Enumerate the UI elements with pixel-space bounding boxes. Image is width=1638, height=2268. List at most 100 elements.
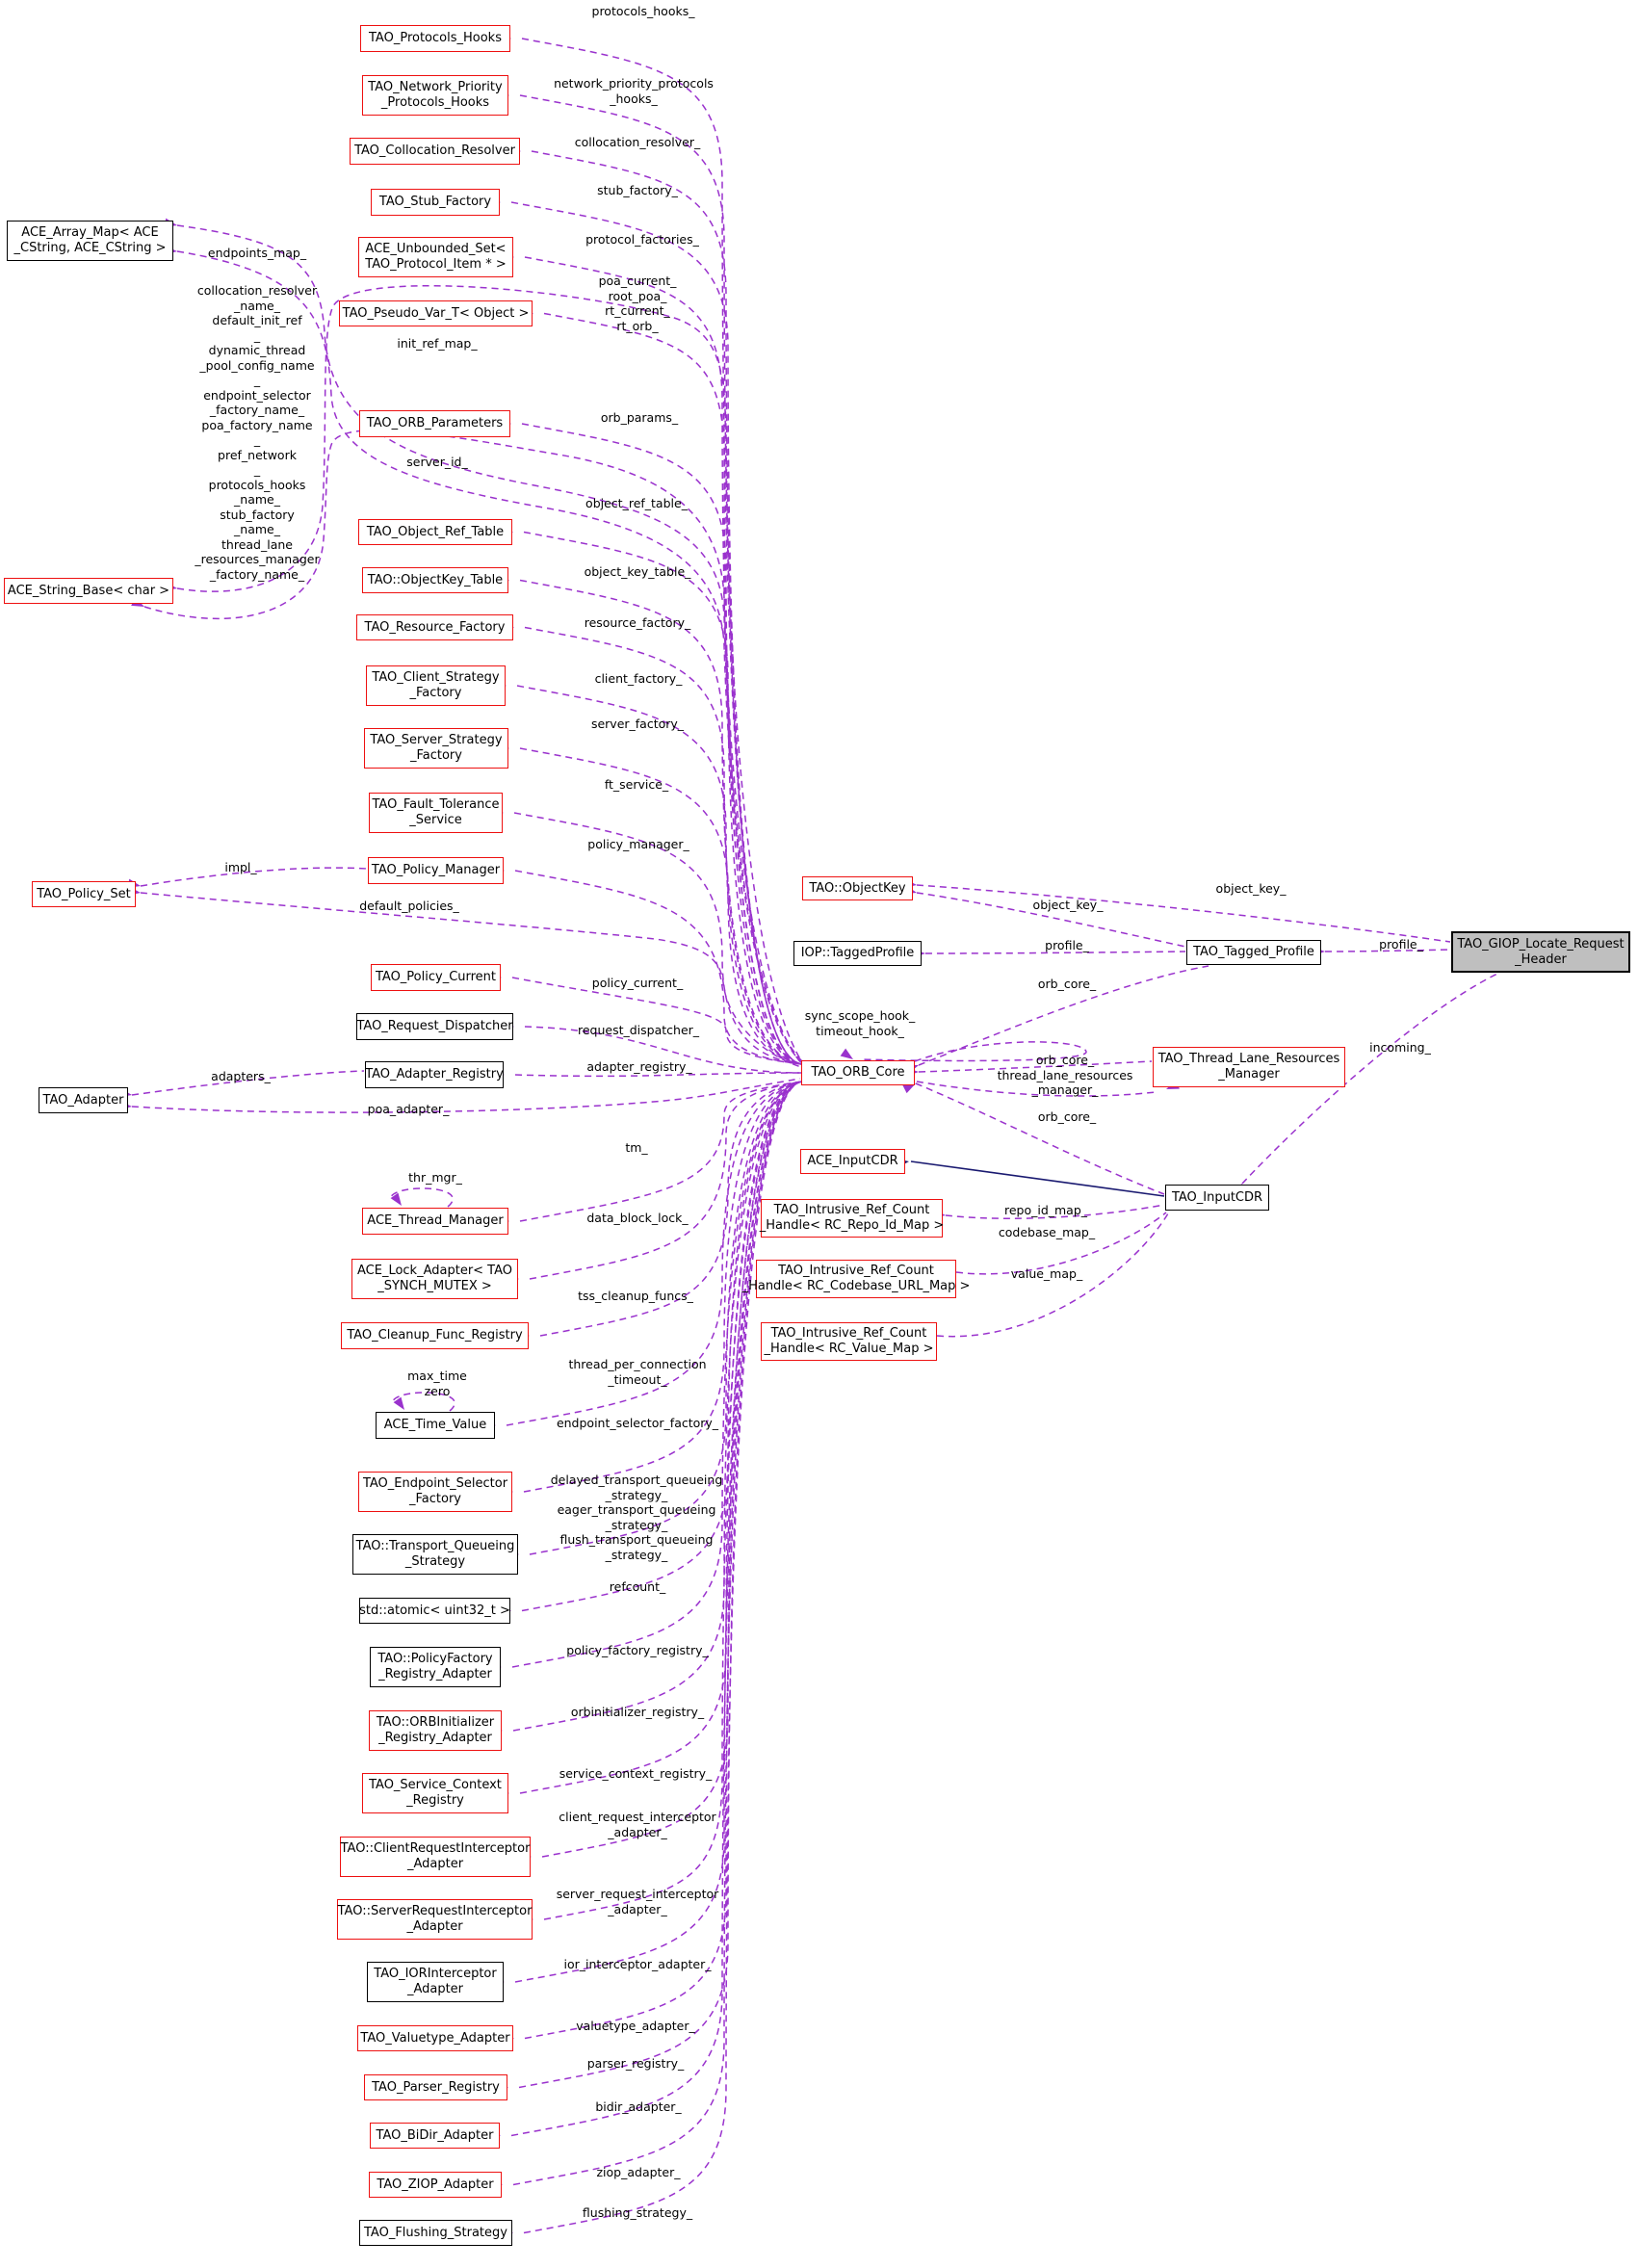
node-tao_adapter[interactable]: TAO_Adapter [39, 1087, 128, 1113]
node-resource_factory[interactable]: TAO_Resource_Factory [356, 614, 513, 640]
edge-label: server_id_ [406, 455, 468, 469]
edge-line [918, 1060, 1153, 1073]
node-irc_value[interactable]: TAO_Intrusive_Ref_Count _Handle< RC_Valu… [761, 1322, 937, 1361]
edge-label: object_key_ [1215, 881, 1287, 896]
node-stub_factory[interactable]: TAO_Stub_Factory [371, 189, 500, 216]
edge-label: orb_core_ [1037, 1109, 1097, 1124]
node-string_base[interactable]: ACE_String_Base< char > [4, 578, 173, 604]
node-pseudo_var[interactable]: TAO_Pseudo_Var_T< Object > [339, 300, 533, 326]
edge-line [506, 1081, 803, 1426]
edge-line [176, 284, 803, 1063]
node-flushing_strategy[interactable]: TAO_Flushing_Strategy [359, 2220, 512, 2246]
node-tlrm[interactable]: TAO_Thread_Lane_Resources _Manager [1153, 1047, 1345, 1087]
edge-line [391, 1392, 455, 1412]
node-orb_core[interactable]: TAO_ORB_Core [801, 1060, 915, 1085]
edge-line [131, 1078, 801, 1113]
node-adapter_registry[interactable]: TAO_Adapter_Registry [365, 1061, 504, 1088]
node-server_strategy[interactable]: TAO_Server_Strategy _Factory [364, 728, 508, 769]
node-policy_current[interactable]: TAO_Policy_Current [371, 964, 501, 991]
edge-line [143, 429, 803, 1065]
edge-label: data_block_lock_ [586, 1211, 689, 1225]
edge-label: policy_manager_ [587, 837, 689, 851]
node-giop_header[interactable]: TAO_GIOP_Locate_Request _Header [1451, 931, 1630, 973]
edge-line [521, 1081, 803, 1612]
node-request_dispatcher[interactable]: TAO_Request_Dispatcher [356, 1013, 513, 1040]
edge-line [510, 201, 803, 1065]
node-parser_registry[interactable]: TAO_Parser_Registry [364, 2074, 507, 2100]
node-service_context[interactable]: TAO_Service_Context _Registry [362, 1773, 508, 1813]
edge-label: endpoints_map_ [207, 246, 307, 260]
node-ior_interceptor[interactable]: TAO_IORInterceptor _Adapter [367, 1962, 504, 2002]
node-orb_parameters[interactable]: TAO_ORB_Parameters [359, 410, 510, 437]
node-fault_tolerance[interactable]: TAO_Fault_Tolerance _Service [369, 793, 503, 833]
edge-line [512, 1081, 803, 2186]
edge-line [523, 1081, 803, 2234]
node-endpoint_selector[interactable]: TAO_Endpoint_Selector _Factory [358, 1472, 512, 1512]
edge-line [915, 1082, 1165, 1195]
edge-line [176, 224, 803, 1062]
usage-arrowhead [390, 1192, 402, 1206]
node-policy_manager[interactable]: TAO_Policy_Manager [368, 857, 504, 884]
edge-line [543, 1081, 803, 1920]
node-transport_queueing[interactable]: TAO::Transport_Queueing _Strategy [352, 1534, 518, 1575]
node-array_map[interactable]: ACE_Array_Map< ACE _CString, ACE_CString… [7, 221, 173, 261]
node-objectkey_table[interactable]: TAO::ObjectKey_Table [362, 567, 508, 593]
node-orbinitializer[interactable]: TAO::ORBInitializer _Registry_Adapter [369, 1710, 502, 1751]
node-time_value[interactable]: ACE_Time_Value [376, 1412, 495, 1439]
node-irc_repo[interactable]: TAO_Intrusive_Ref_Count _Handle< RC_Repo… [760, 1199, 944, 1238]
edge-line [916, 884, 1451, 943]
node-protocols_hooks[interactable]: TAO_Protocols_Hooks [360, 25, 510, 52]
node-bidir_adapter[interactable]: TAO_BiDir_Adapter [370, 2123, 500, 2149]
edge-label: ior_interceptor_adapter_ [563, 1957, 712, 1971]
node-ziop_adapter[interactable]: TAO_ZIOP_Adapter [369, 2172, 502, 2198]
edge-line [519, 1081, 803, 1794]
edge-label: adapters_ [211, 1069, 271, 1083]
node-unbounded_set[interactable]: ACE_Unbounded_Set< TAO_Protocol_Item * > [358, 237, 513, 277]
node-atomic[interactable]: std::atomic< uint32_t > [359, 1598, 510, 1624]
edge-label: request_dispatcher_ [577, 1023, 700, 1037]
edge-label: parser_registry_ [586, 2056, 685, 2071]
node-policyfactory[interactable]: TAO::PolicyFactory _Registry_Adapter [370, 1647, 501, 1687]
node-lock_adapter[interactable]: ACE_Lock_Adapter< TAO _SYNCH_MUTEX > [351, 1259, 518, 1299]
edge-label: default_policies_ [359, 899, 459, 913]
node-object_ref_table[interactable]: TAO_Object_Ref_Table [358, 519, 512, 545]
node-tao_inputcdr[interactable]: TAO_InputCDR [1165, 1185, 1269, 1211]
edge-line [541, 1081, 803, 1858]
node-cleanup_func[interactable]: TAO_Cleanup_Func_Registry [341, 1322, 529, 1349]
edge-label: orb_params_ [600, 410, 679, 425]
edge-line [519, 747, 803, 1065]
edge-label: ft_service_ [604, 777, 669, 792]
node-tagged_profile[interactable]: TAO_Tagged_Profile [1186, 940, 1321, 965]
node-server_interceptor[interactable]: TAO::ServerRequestInterceptor _Adapter [337, 1899, 533, 1940]
edge-label: endpoint_selector_factory_ [556, 1416, 719, 1430]
edge-line [513, 812, 803, 1065]
node-irc_codebase[interactable]: TAO_Intrusive_Ref_Count _Handle< RC_Code… [742, 1260, 970, 1298]
edge-label: repo_id_map_ [1003, 1203, 1088, 1217]
edge-line [539, 1081, 803, 1337]
edge-label: value_map_ [1010, 1266, 1083, 1281]
node-iop_taggedprofile[interactable]: IOP::TaggedProfile [793, 941, 922, 966]
node-policy_set[interactable]: TAO_Policy_Set [32, 881, 136, 907]
usage-arrowhead [902, 1083, 916, 1094]
node-collocation_resolver[interactable]: TAO_Collocation_Resolver [350, 138, 520, 165]
edge-label: delayed_transport_queueing _strategy_ ea… [550, 1473, 723, 1562]
edge-line [910, 1160, 1165, 1197]
edge-label: profile_ [1045, 938, 1089, 952]
node-objectkey[interactable]: TAO::ObjectKey [802, 876, 913, 900]
node-network_priority[interactable]: TAO_Network_Priority _Protocols_Hooks [362, 75, 508, 116]
edge-line [543, 312, 803, 1065]
edge-label: policy_current_ [591, 976, 684, 990]
node-client_interceptor[interactable]: TAO::ClientRequestInterceptor _Adapter [340, 1837, 531, 1877]
edge-label: poa_adapter_ [367, 1102, 450, 1116]
node-client_strategy[interactable]: TAO_Client_Strategy _Factory [366, 665, 506, 706]
node-valuetype_adapter[interactable]: TAO_Valuetype_Adapter [357, 2025, 513, 2051]
edge-line [510, 1081, 803, 2137]
node-thread_manager[interactable]: ACE_Thread_Manager [362, 1208, 508, 1235]
edge-line [521, 423, 803, 1065]
node-ace_inputcdr[interactable]: ACE_InputCDR [800, 1149, 905, 1174]
edge-line [518, 1081, 803, 2089]
edge-label: codebase_map_ [998, 1225, 1096, 1239]
edge-label: max_time zero [407, 1369, 467, 1398]
edge-line [524, 626, 803, 1065]
